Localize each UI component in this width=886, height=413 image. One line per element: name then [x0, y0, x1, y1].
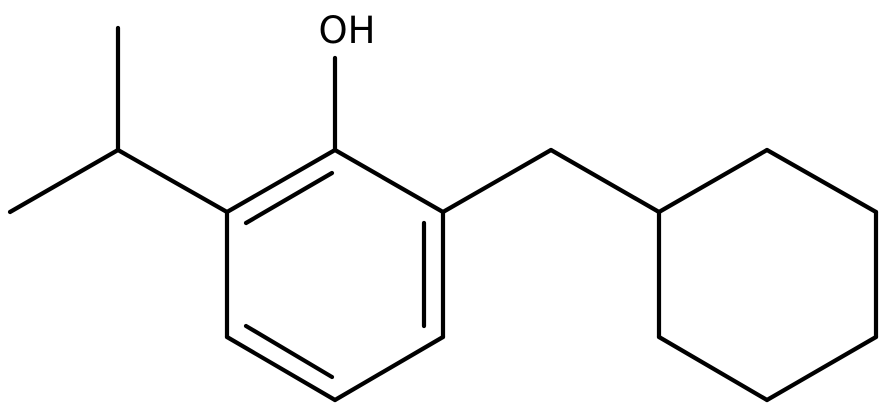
bond-c1-c2 [224, 147, 338, 215]
bond-c6-ch2 [440, 147, 554, 215]
bond-c3-c4-double [243, 323, 335, 380]
bond-ch2-cyclohexyl [548, 147, 662, 215]
bond-c4-c5 [332, 334, 446, 403]
bond-isopropyl-methyl-left [7, 147, 121, 215]
bond-cy1-cy2 [656, 147, 770, 215]
bond-cy2-cy3 [764, 147, 879, 215]
bond-c6-c1 [332, 147, 446, 215]
bond-cy5-cy6 [656, 334, 770, 403]
bond-c2-isopropyl [115, 147, 230, 215]
bond-c1-c2-double [243, 170, 335, 226]
bond-c3-c4 [224, 334, 338, 403]
hydroxyl-label: OH [319, 9, 376, 52]
bond-cy4-cy5 [764, 334, 879, 403]
